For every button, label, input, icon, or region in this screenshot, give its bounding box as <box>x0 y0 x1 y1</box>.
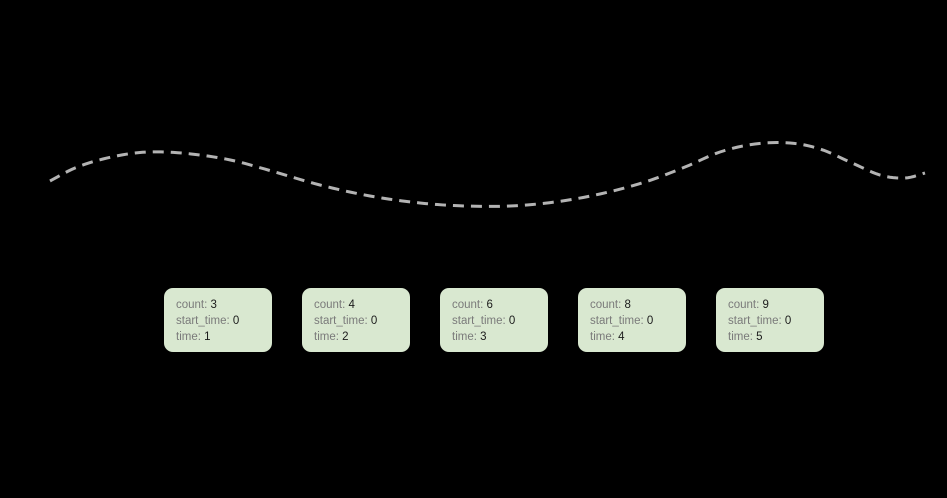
card-value-count: 4 <box>348 299 355 311</box>
card-label-time: time <box>728 331 750 343</box>
card-value-time: 2 <box>342 331 349 343</box>
card-label-time: time <box>314 331 336 343</box>
card-label-time: time <box>590 331 612 343</box>
card-label-start-time: start_time <box>452 315 503 327</box>
card-sep: : <box>502 315 509 327</box>
state-card[interactable]: count: 4 start_time: 0 time: 2 <box>302 288 410 352</box>
card-field-start-time: start_time: 0 <box>452 313 548 329</box>
card-label-start-time: start_time <box>176 315 227 327</box>
state-card[interactable]: count: 6 start_time: 0 time: 3 <box>440 288 548 352</box>
card-field-start-time: start_time: 0 <box>314 313 410 329</box>
card-sep: : <box>364 315 371 327</box>
card-value-time: 3 <box>480 331 487 343</box>
card-field-time: time: 1 <box>176 329 272 345</box>
card-label-start-time: start_time <box>590 315 641 327</box>
card-field-time: time: 3 <box>452 329 548 345</box>
trend-polyline <box>49 141 926 208</box>
state-card[interactable]: count: 9 start_time: 0 time: 5 <box>716 288 824 352</box>
card-sep: : <box>480 299 487 311</box>
card-sep: : <box>226 315 233 327</box>
card-value-count: 6 <box>486 299 493 311</box>
card-value-count: 9 <box>762 299 769 311</box>
card-label-start-time: start_time <box>314 315 365 327</box>
card-sep: : <box>342 299 349 311</box>
card-label-time: time <box>452 331 474 343</box>
card-label-time: time <box>176 331 198 343</box>
card-sep: : <box>204 299 211 311</box>
card-field-start-time: start_time: 0 <box>728 313 824 329</box>
card-sep: : <box>640 315 647 327</box>
card-label-count: count <box>176 299 205 311</box>
card-sep: : <box>197 331 205 343</box>
card-value-count: 8 <box>624 299 631 311</box>
card-field-count: count: 9 <box>728 297 824 313</box>
card-label-count: count <box>314 299 343 311</box>
card-sep: : <box>749 331 757 343</box>
card-value-start-time: 0 <box>646 315 654 327</box>
card-value-start-time: 0 <box>232 315 240 327</box>
state-card[interactable]: count: 8 start_time: 0 time: 4 <box>578 288 686 352</box>
card-field-count: count: 4 <box>314 297 410 313</box>
card-sep: : <box>778 315 785 327</box>
card-field-time: time: 4 <box>590 329 686 345</box>
card-field-count: count: 6 <box>452 297 548 313</box>
card-value-start-time: 0 <box>370 315 378 327</box>
card-value-count: 3 <box>210 299 217 311</box>
card-label-count: count <box>590 299 619 311</box>
card-value-start-time: 0 <box>784 315 792 327</box>
card-sep: : <box>473 331 481 343</box>
card-field-time: time: 5 <box>728 329 824 345</box>
card-value-time: 4 <box>618 331 625 343</box>
card-field-count: count: 3 <box>176 297 272 313</box>
card-label-count: count <box>728 299 757 311</box>
card-sep: : <box>756 299 763 311</box>
card-label-count: count <box>452 299 481 311</box>
card-value-time: 1 <box>204 331 211 343</box>
card-field-start-time: start_time: 0 <box>590 313 686 329</box>
card-field-start-time: start_time: 0 <box>176 313 272 329</box>
card-value-time: 5 <box>756 331 763 343</box>
card-sep: : <box>611 331 619 343</box>
state-card-row: count: 3 start_time: 0 time: 1 count: 4 … <box>164 288 824 354</box>
card-field-count: count: 8 <box>590 297 686 313</box>
card-sep: : <box>618 299 625 311</box>
state-card[interactable]: count: 3 start_time: 0 time: 1 <box>164 288 272 352</box>
card-label-start-time: start_time <box>728 315 779 327</box>
card-field-time: time: 2 <box>314 329 410 345</box>
card-sep: : <box>335 331 343 343</box>
card-value-start-time: 0 <box>508 315 516 327</box>
